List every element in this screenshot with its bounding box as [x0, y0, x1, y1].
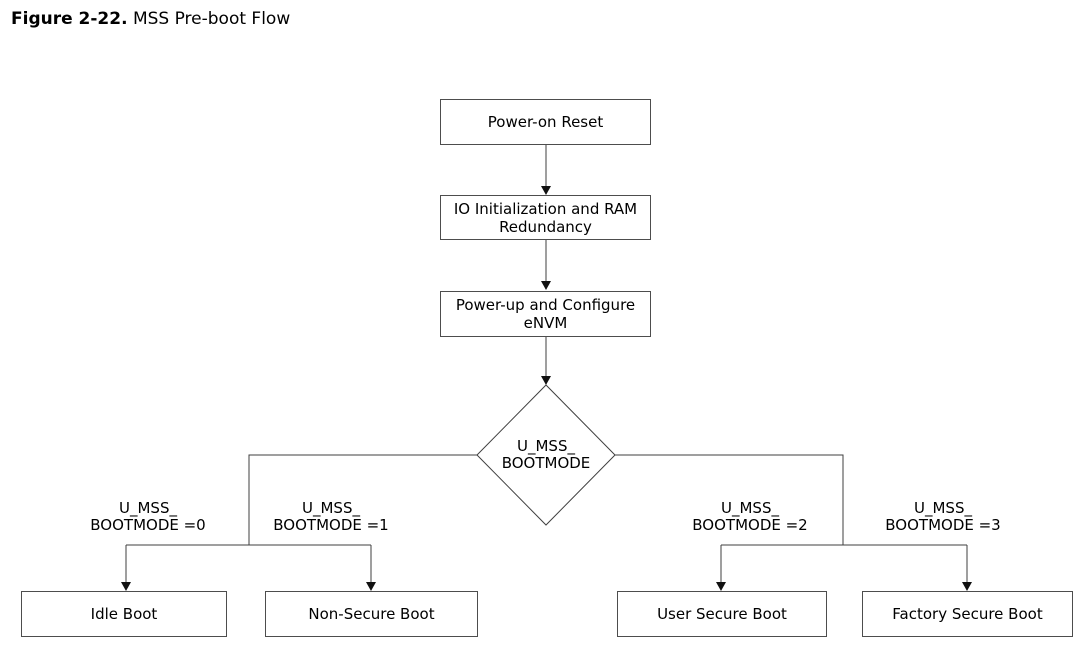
node-power-up-configure-envm: Power-up and Configure eNVM — [440, 291, 651, 337]
arrow-down-icon — [366, 582, 376, 591]
arrow-down-icon — [541, 376, 551, 385]
branch-condition-bootmode-2: U_MSS_ BOOTMODE =2 — [692, 499, 808, 534]
arrow-down-icon — [962, 582, 972, 591]
node-label: Non-Secure Boot — [308, 605, 435, 623]
arrow-down-icon — [716, 582, 726, 591]
decision-diamond-shape — [476, 384, 616, 526]
branch-condition-bootmode-3: U_MSS_ BOOTMODE =3 — [885, 499, 1001, 534]
arrow-down-icon — [541, 281, 551, 290]
node-user-secure-boot: User Secure Boot — [617, 591, 827, 637]
branch-condition-bootmode-0: U_MSS_ BOOTMODE =0 — [90, 499, 206, 534]
figure-caption: MSS Pre-boot Flow — [132, 9, 291, 29]
node-label: IO Initialization and RAM Redundancy — [453, 199, 638, 236]
node-factory-secure-boot: Factory Secure Boot — [862, 591, 1073, 637]
arrow-down-icon — [121, 582, 131, 591]
node-label: User Secure Boot — [657, 605, 787, 623]
node-non-secure-boot: Non-Secure Boot — [265, 591, 478, 637]
arrowheads — [121, 186, 972, 591]
arrow-down-icon — [541, 186, 551, 195]
node-idle-boot: Idle Boot — [21, 591, 227, 637]
node-label: Power-on Reset — [487, 113, 604, 131]
node-label: Factory Secure Boot — [892, 605, 1043, 623]
connector-decision-left-trunk — [248, 454, 477, 545]
node-label: Power-up and Configure eNVM — [455, 296, 636, 332]
branch-condition-bootmode-1: U_MSS_ BOOTMODE =1 — [273, 499, 389, 534]
connector-lines — [125, 144, 968, 583]
figure-number: Figure 2-22. — [11, 9, 128, 29]
connector-decision-right-trunk — [615, 454, 844, 545]
figure-title: Figure 2-22. MSS Pre-boot Flow — [11, 8, 290, 30]
node-power-on-reset: Power-on Reset — [440, 99, 651, 145]
node-io-initialization-ram-redundancy: IO Initialization and RAM Redundancy — [440, 195, 651, 240]
node-label: Idle Boot — [90, 605, 158, 623]
decision-bootmode-label: U_MSS_ BOOTMODE — [501, 437, 591, 472]
